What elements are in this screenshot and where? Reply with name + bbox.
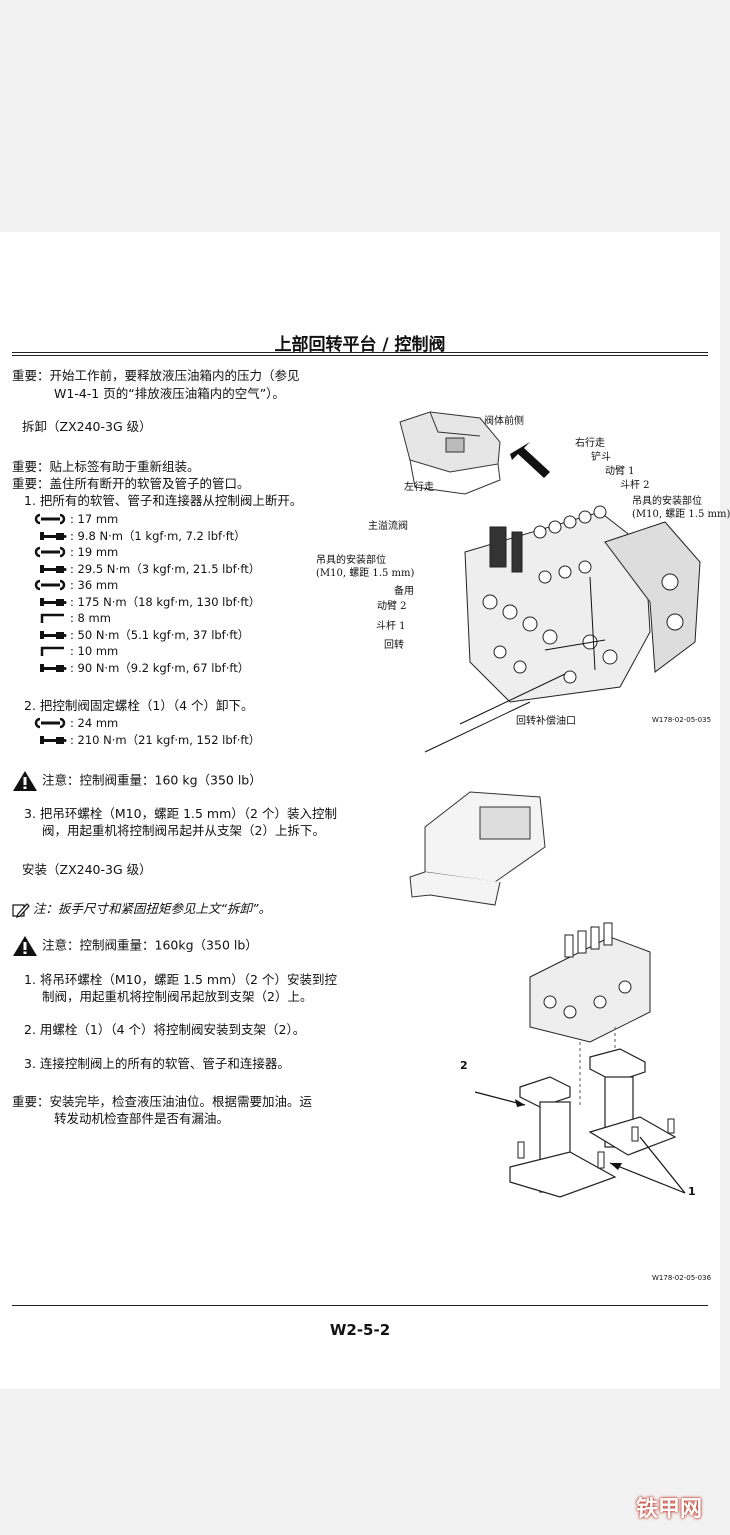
page-title: 上部回转平台 / 控制阀 [274,335,446,355]
bracket-figure [409,791,686,1198]
control-valve-figure [399,411,701,753]
spec-row: : 175 N·m（18 kgf·m, 130 lbf·ft） [38,594,260,611]
removal-step-1: 1. 把所有的软管、管子和连接器从控制阀上断开。 [24,493,303,508]
spec-row: : 50 N·m（5.1 kgf·m, 37 lbf·ft） [38,627,260,644]
label-lift-position-2: 吊具的安装部位 [316,555,386,566]
spec-text: : 10 mm [70,644,119,659]
document-page: 上部回转平台 / 控制阀 重要：开始工作前，要释放液压油箱内的压力（参见 W1-… [0,232,730,1389]
figure2-code: W178-02-05-036 [652,1274,712,1282]
spec-text: : 17 mm [70,512,119,527]
valve-block [464,505,701,703]
install-step-1-cont: 制阀，用起重机将控制阀吊起放到支架（2）上。 [42,989,313,1004]
spec-list: : 17 mm: 9.8 N·m（1 kgf·m, 7.2 lbf·ft） : 1… [34,511,260,677]
removal-step-2: 2. 把控制阀固定螺栓（1）（4 个）卸下。 [24,698,254,713]
label-right-travel: 右行走 [575,438,605,449]
wrench-icon [34,717,68,729]
spec-text: : 8 mm [70,611,111,626]
torque-wrench-icon [38,596,68,608]
spec-text: : 24 mm [70,716,119,731]
install-step-1: 1. 将吊环螺栓（M10，螺距 1.5 mm）（2 个）安装到控 [24,972,337,987]
spec-text: : 9.8 N·m（1 kgf·m, 7.2 lbf·ft） [70,528,246,543]
excavator-cab-thumbnail [409,791,546,906]
label-lift-position: 吊具的安装部位 [632,496,702,507]
bolt-icon [631,1126,639,1142]
front-arrow-icon [510,442,550,478]
watermark-logo: 铁甲网 [635,1497,702,1522]
label-left-travel: 左行走 [404,482,434,493]
wrench-icon [34,546,68,558]
spec-text: : 90 N·m（9.2 kgf·m, 67 lbf·ft） [70,660,250,675]
install-title: 安装（ZX240-3G 级） [22,862,152,877]
removal-title: 拆卸（ZX240-3G 级） [22,419,152,434]
label-lift-spec: (M10, 螺距 1.5 mm) [632,509,730,520]
bolt-icon [517,1141,525,1159]
install-final-note-cont: 转发动机检查部件是否有漏油。 [54,1111,230,1126]
excavator-thumbnail [399,411,501,495]
torque-wrench-icon [38,734,68,746]
wrench-icon [34,513,68,525]
spec-list-2: : 24 mm: 210 N·m（21 kgf·m, 152 lbf·ft） [34,715,260,749]
spec-row: : 90 N·m（9.2 kgf·m, 67 lbf·ft） [38,660,260,677]
install-caution-weight: 注意：控制阀重量：160kg（350 lb） [12,935,258,957]
spec-text: : 210 N·m（21 kgf·m, 152 lbf·ft） [70,732,261,747]
valve-assembly [529,922,651,1043]
bracket-left [509,1076,617,1198]
torque-wrench-icon [38,629,68,641]
removal-note-1: 重要：贴上标签有助于重新组装。 [12,459,200,474]
caution-weight: 注意：控制阀重量：160 kg（350 lb） [12,770,262,792]
important-note: 重要：开始工作前，要释放液压油箱内的压力（参见 [12,368,300,383]
spec-text: : 36 mm [70,578,119,593]
bolt-icon [597,1151,605,1169]
label-boom-2: 动臂 2 [377,601,407,612]
install-note: 注：扳手尺寸和紧固扭矩参见上文“拆卸”。 [12,901,271,918]
label-spare: 备用 [394,586,414,597]
bolt-icon [667,1118,675,1134]
pencil-note-icon [12,902,30,918]
label-arm-2: 斗杆 2 [620,480,650,491]
spec-row: : 210 N·m（21 kgf·m, 152 lbf·ft） [38,732,260,749]
footer-rule [12,1305,708,1306]
torque-wrench-icon [38,530,68,542]
removal-step-3-cont: 阀，用起重机将控制阀吊起并从支架（2）上拆下。 [42,823,325,838]
label-lift-spec-2: (M10, 螺距 1.5 mm) [316,568,415,579]
torque-wrench-icon [38,563,68,575]
spec-row: : 19 mm [34,544,260,561]
install-step-2: 2. 用螺栓（1）（4 个）将控制阀安装到支架（2）。 [24,1022,306,1037]
label-swing-makeup-port: 回转补偿油口 [516,716,576,727]
figure1-code: W178-02-05-035 [652,716,712,724]
important-note-cont: W1-4-1 页的“排放液压油箱内的空气”）。 [54,386,285,401]
install-step-3: 3. 连接控制阀上的所有的软管、管子和连接器。 [24,1056,290,1071]
spec-row: : 9.8 N·m（1 kgf·m, 7.2 lbf·ft） [38,528,260,545]
spec-text: : 50 N·m（5.1 kgf·m, 37 lbf·ft） [70,627,250,642]
torque-wrench-icon [38,662,68,674]
bolt-label-1: 1 [688,1185,696,1198]
spec-row: : 29.5 N·m（3 kgf·m, 21.5 lbf·ft） [38,561,260,578]
install-final-note: 重要：安装完毕，检查液压油油位。根据需要加油。运 [12,1094,313,1109]
spec-text: : 29.5 N·m（3 kgf·m, 21.5 lbf·ft） [70,561,261,576]
label-valve-front: 阀体前侧 [484,416,524,427]
page-number: W2-5-2 [329,1321,391,1339]
removal-note-2: 重要：盖住所有断开的软管及管子的管口。 [12,476,250,491]
warning-icon [13,936,37,956]
header-rule-2 [12,355,708,356]
label-arm-1: 斗杆 1 [376,621,406,632]
hex-key-icon [38,612,68,624]
bracket-label-2: 2 [460,1059,468,1072]
spec-row: : 8 mm [38,610,260,627]
removal-step-3: 3. 把吊环螺栓（M10，螺距 1.5 mm）（2 个）装入控制 [24,806,337,821]
label-swing: 回转 [384,640,404,651]
header-rule [12,352,708,353]
spec-row: : 10 mm [38,643,260,660]
label-main-relief: 主溢流阀 [368,521,408,532]
hex-key-icon [38,645,68,657]
label-boom-1: 动臂 1 [605,466,635,477]
label-bucket: 铲斗 [591,452,611,463]
wrench-icon [34,579,68,591]
spec-row: : 36 mm [34,577,260,594]
spec-text: : 19 mm [70,545,119,560]
spec-row: : 17 mm [34,511,260,528]
spec-text: : 175 N·m（18 kgf·m, 130 lbf·ft） [70,594,261,609]
spec-row: : 24 mm [34,715,260,732]
warning-icon [13,771,37,791]
